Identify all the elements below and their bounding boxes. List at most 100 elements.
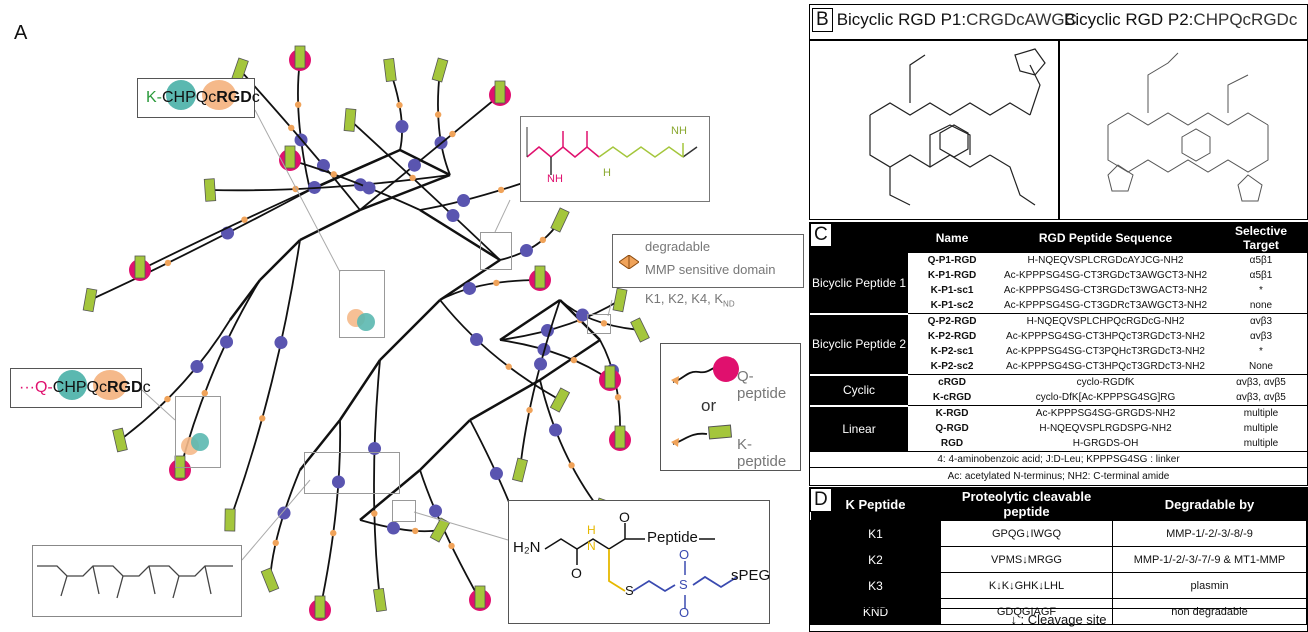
chem-s2: S	[679, 577, 688, 592]
k-seq-mid: CHPQc	[162, 89, 217, 106]
chem-peptide: Peptide	[647, 529, 698, 546]
cell-target: αvβ3, αvβ5	[1215, 374, 1307, 390]
cell-target: αvβ3	[1249, 331, 1273, 342]
chem-o2: O	[571, 565, 582, 581]
q-seq-bold: RGD	[107, 379, 143, 396]
k-list-text: K1, K2, K4, KND	[645, 291, 735, 309]
k-peptide-icon	[671, 424, 733, 447]
cell-seq: GDQGIAGF	[940, 598, 1113, 625]
dendrimer-network-diagram	[82, 45, 650, 621]
cell-seq: VPMS↓MRGG	[940, 546, 1113, 573]
cell-seq: H-NQEQVSPLCRGDcAYJCG-NH2	[1027, 255, 1184, 266]
header-degradable: Degradable by	[1112, 488, 1307, 521]
table-row: K-P2-sc2 Ac-KPPPSG4SG-CT3HPQcT3GRDcT3-NH2…	[810, 359, 1307, 375]
chem-nh-top: NH	[671, 125, 687, 137]
chem-o-bottom: O	[679, 605, 690, 620]
table-row: K-P1-sc1 Ac-KPPPSG4SG-CT3RGDcT3WGACT3-NH2…	[810, 283, 1307, 298]
chem-o-top: O	[679, 547, 690, 562]
table-header-row: K Peptide Proteolytic cleavable peptide …	[810, 488, 1307, 521]
k-peptide-table: K Peptide Proteolytic cleavable peptide …	[810, 488, 1307, 625]
cell-name: K3	[810, 572, 941, 599]
group-label: Cyclic	[810, 373, 909, 406]
callout-box-thiol	[392, 500, 416, 522]
panel-b-divider	[1058, 39, 1060, 219]
k-seq-suffix: c	[251, 89, 260, 106]
cell-name: K-cRGD	[932, 392, 972, 403]
header-sequence: RGD Peptide Sequence	[996, 223, 1215, 253]
teal-circle-icon	[56, 370, 87, 400]
cell-name: K1	[810, 520, 941, 547]
chem-h: H	[587, 523, 596, 537]
cell-seq: cyclo-DfK[Ac-KPPPSG4SG]RG	[1035, 392, 1176, 403]
q-seq-mid: CHPQc	[52, 379, 107, 396]
cell-name: K-P1-sc2	[930, 300, 974, 311]
panel-d-letter: D	[810, 488, 832, 512]
k-list-main: K1, K2, K4, K	[645, 291, 724, 306]
cell-name: K-P2-sc1	[930, 346, 974, 357]
q-peptide-label: Q-peptide	[737, 368, 787, 402]
cell-name: K-P2-RGD	[927, 331, 977, 342]
k-sequence: CHPQcRGDc	[162, 80, 260, 110]
cell-seq: Ac-KPPPSG4SG-CT3HPQcT3GRDcT3-NH2	[1006, 361, 1205, 372]
cell-target: multiple	[1215, 405, 1307, 421]
panel-b-letter: B	[812, 8, 833, 32]
panel-a-letter: A	[14, 22, 28, 44]
thiol-structure-svg	[544, 523, 738, 609]
callout-box-k	[339, 270, 385, 338]
panel-d-footnote: ↓ : Cleavage site	[810, 608, 1307, 631]
table-header-row: Name RGD Peptide Sequence Selective Targ…	[810, 223, 1307, 253]
cell-seq: Ac-KPPPSG4SG-GRGDS-NH2	[996, 405, 1215, 421]
cell-name: K2	[810, 546, 941, 573]
group-label: Linear	[810, 404, 909, 451]
chem-nh-bottom: NH	[547, 173, 563, 185]
crosslink-chemistry-insert: NH NH H	[520, 116, 710, 202]
peach-circle-icon	[92, 370, 127, 400]
cell-name: K-P1-sc1	[930, 285, 974, 296]
k-prefix: K-	[146, 89, 162, 106]
cell-seq: Ac-KPPPSG4SG-CT3RGDcT3WGACT3-NH2	[1003, 285, 1208, 296]
callout-box-q	[175, 396, 221, 468]
chem-h2n: H₂N	[513, 539, 541, 556]
panel-d: D K Peptide Proteolytic cleavable peptid…	[809, 487, 1308, 632]
p2-seq: CHPQcRGDc	[1193, 10, 1298, 29]
k-list-sub: ND	[723, 299, 735, 309]
cell-name: KND	[810, 598, 941, 625]
p2-label: Bicyclic RGD P2:	[1064, 10, 1194, 29]
table-row: K-P2-sc1 Ac-KPPPSG4SG-CT3PQHcT3RGDcT3-NH2…	[810, 344, 1307, 359]
header-cleavable: Proteolytic cleavable peptide	[940, 488, 1113, 521]
or-label: or	[701, 396, 717, 415]
cell-seq: H-NQEQVSPLRGDSPG-NH2	[1039, 423, 1172, 434]
header-target: Selective Target	[1215, 223, 1307, 253]
cell-target: none	[1249, 300, 1273, 311]
group-label: Bicyclic Peptide 2	[810, 312, 909, 375]
crosslink-structure-svg	[526, 127, 698, 175]
q-seq-suffix: c	[142, 379, 151, 396]
panel-c-letter: C	[810, 223, 832, 247]
chem-o: O	[619, 509, 630, 525]
cell-deg: MMP-1/-2/-3/-8/-9	[1112, 520, 1307, 547]
thiol-linkage-insert: H₂N H N O O Peptide S S O O sPEG	[508, 500, 770, 624]
degradable-legend: degradable MMP sensitive domain	[612, 234, 804, 288]
cell-target: αvβ3, αvβ5	[1236, 392, 1286, 403]
cell-seq: GPQG↓IWGQ	[940, 520, 1113, 547]
header-k-peptide: K Peptide	[810, 488, 941, 521]
cell-deg: plasmin	[1112, 572, 1307, 599]
cell-target: *	[1259, 346, 1263, 357]
peptide-type-legend: Q-peptide or K-peptide	[660, 343, 801, 471]
legend-mmp-text: MMP sensitive domain	[645, 262, 776, 277]
cell-seq: Ac-KPPPSG4SG-CT3PQHcT3RGDcT3-NH2	[1006, 346, 1205, 357]
callout-box-mmp	[587, 314, 611, 334]
callout-box-crosslink	[480, 232, 512, 270]
mmp-diamond-icon	[619, 255, 639, 269]
cell-name: K-P2-sc2	[930, 361, 974, 372]
